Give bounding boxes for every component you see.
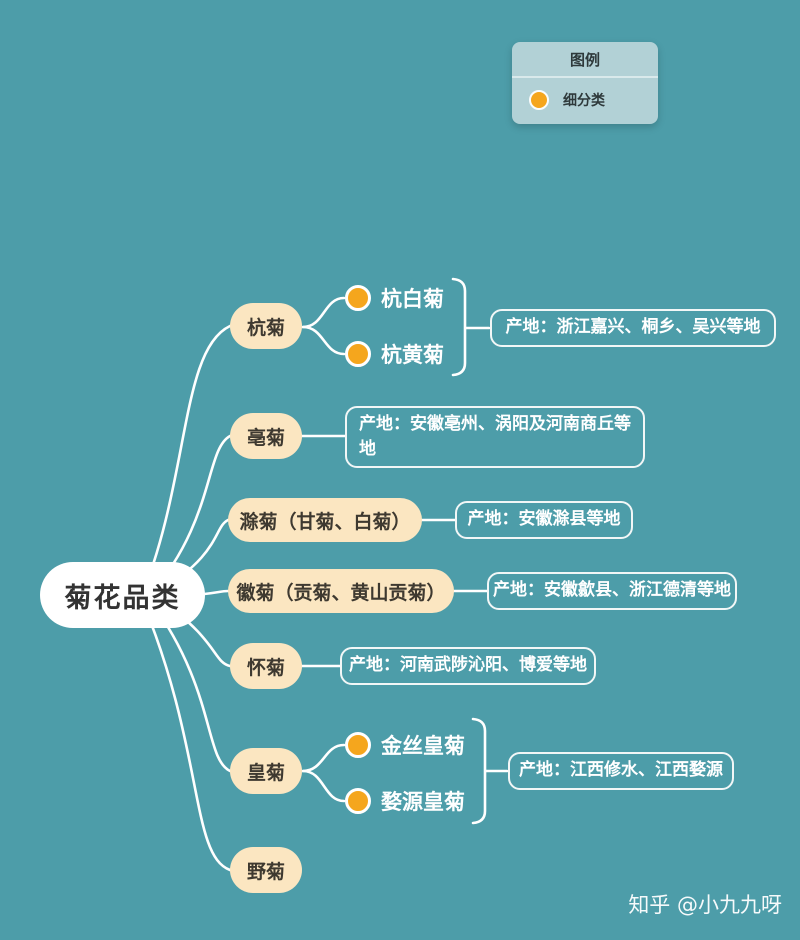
subcategory-dot-icon — [345, 284, 371, 311]
branch-node-huaiju[interactable]: 怀菊 — [230, 643, 302, 689]
connector-root-hangju — [138, 324, 232, 602]
connector-hangju-hanghuangju — [301, 325, 346, 356]
subcategory-dot-icon — [345, 340, 371, 367]
legend-panel: 图例 细分类 — [512, 42, 658, 124]
root-node-label: 菊花品类 — [64, 582, 181, 614]
origin-box-hangju[interactable]: 产地：浙江嘉兴、桐乡、吴兴等地 — [490, 309, 776, 347]
subnode-hanghuangju[interactable]: 杭黄菊 — [345, 340, 444, 367]
origin-box-huaiju[interactable]: 产地：河南武陟沁阳、博爱等地 — [340, 647, 596, 685]
connector-root-huangju — [148, 598, 232, 773]
legend-title: 图例 — [512, 42, 658, 78]
branch-node-boju[interactable]: 亳菊 — [230, 413, 302, 459]
connector-huangju-wuyuanhuangju — [301, 769, 346, 803]
legend-item-label: 细分类 — [563, 93, 605, 109]
bracket-huangju — [471, 717, 509, 825]
origin-box-boju[interactable]: 产地：安徽亳州、涡阳及河南商丘等地 — [345, 406, 645, 468]
connector-root-yeju — [138, 593, 232, 872]
connector-huangju-jinsihuangju — [301, 743, 346, 773]
subcategory-dot-icon — [345, 731, 371, 758]
connector-hangju-hangbaiju — [301, 296, 346, 329]
origin-box-chuju[interactable]: 产地：安徽滁县等地 — [455, 501, 633, 539]
subnode-label: 杭白菊 — [381, 286, 444, 311]
subnode-label: 婺源皇菊 — [381, 789, 465, 814]
subcategory-dot-icon — [529, 90, 549, 110]
bracket-hangju — [451, 277, 491, 377]
root-node[interactable]: 菊花品类 — [40, 562, 205, 628]
subnode-wuyuanhuangju[interactable]: 婺源皇菊 — [345, 787, 465, 814]
origin-box-huiju[interactable]: 产地：安徽歙县、浙江德清等地 — [487, 572, 737, 610]
branch-node-chuju[interactable]: 滁菊（甘菊、白菊） — [228, 498, 422, 542]
subnode-hangbaiju[interactable]: 杭白菊 — [345, 284, 444, 311]
legend-item: 细分类 — [512, 78, 658, 124]
origin-box-huangju[interactable]: 产地：江西修水、江西婺源 — [508, 752, 734, 790]
watermark: 知乎 @小九九呀 — [628, 893, 782, 917]
subnode-label: 杭黄菊 — [381, 342, 444, 367]
branch-node-huangju[interactable]: 皇菊 — [230, 748, 302, 794]
subnode-label: 金丝皇菊 — [381, 733, 465, 758]
branch-node-huiju[interactable]: 徽菊（贡菊、黄山贡菊） — [228, 569, 454, 613]
branch-node-hangju[interactable]: 杭菊 — [230, 303, 302, 349]
subnode-jinsihuangju[interactable]: 金丝皇菊 — [345, 731, 465, 758]
subcategory-dot-icon — [345, 787, 371, 814]
branch-node-yeju[interactable]: 野菊 — [230, 847, 302, 893]
